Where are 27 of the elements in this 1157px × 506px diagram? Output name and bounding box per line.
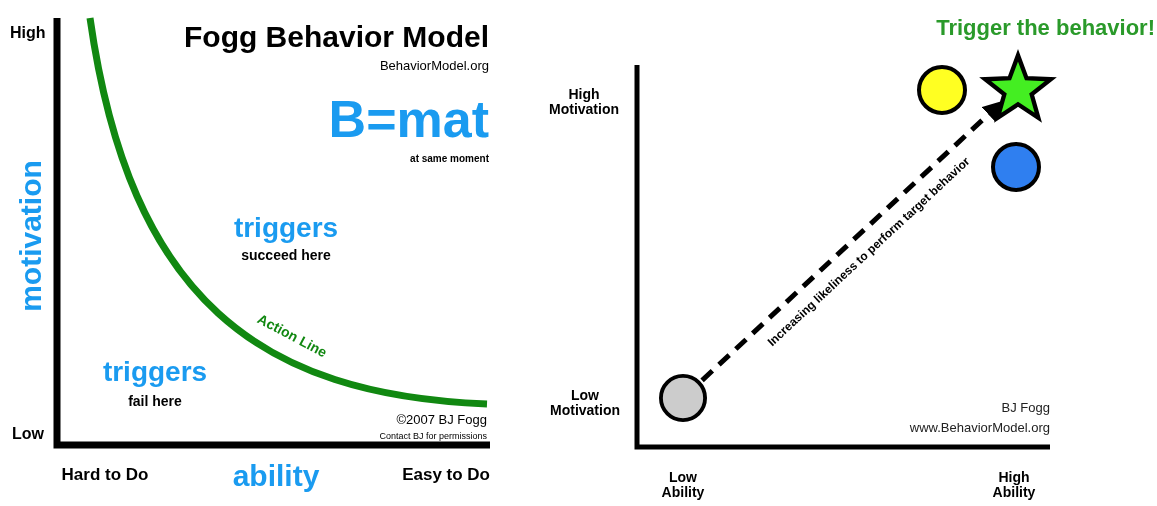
axis-label: High — [10, 24, 46, 42]
region-label: triggers — [233, 212, 339, 244]
circle-marker — [991, 142, 1041, 192]
star-marker — [982, 51, 1054, 123]
author-text: BJ Fogg — [1001, 400, 1050, 416]
heading-text: Trigger the behavior! — [936, 15, 1155, 41]
permission-note: Contact BJ for permissions — [379, 432, 487, 442]
circle-marker — [917, 65, 967, 115]
formula-text: B=mat — [328, 91, 489, 149]
axis-label: High Motivation — [548, 86, 620, 118]
region-note: fail here — [128, 394, 182, 410]
axis-title: ability — [232, 458, 320, 492]
axis-label: Low Motivation — [549, 387, 621, 419]
formula-note: at same moment — [410, 152, 489, 164]
website-text: www.BehaviorModel.org — [909, 420, 1050, 436]
axis-label: Easy to Do — [402, 465, 490, 485]
axis-title: motivation — [13, 160, 47, 312]
circle-marker — [659, 374, 707, 422]
axis-label: Hard to Do — [61, 465, 149, 485]
axis-label: Low — [12, 425, 44, 443]
website-text: BehaviorModel.org — [379, 58, 489, 74]
axis-label: Low Ability — [660, 469, 706, 501]
copyright-text: ©2007 BJ Fogg — [396, 412, 487, 428]
axis-label: High Ability — [991, 469, 1037, 501]
chart-title: Fogg Behavior Model — [184, 19, 489, 53]
region-note: succeed here — [241, 248, 331, 264]
region-label: triggers — [102, 356, 208, 388]
